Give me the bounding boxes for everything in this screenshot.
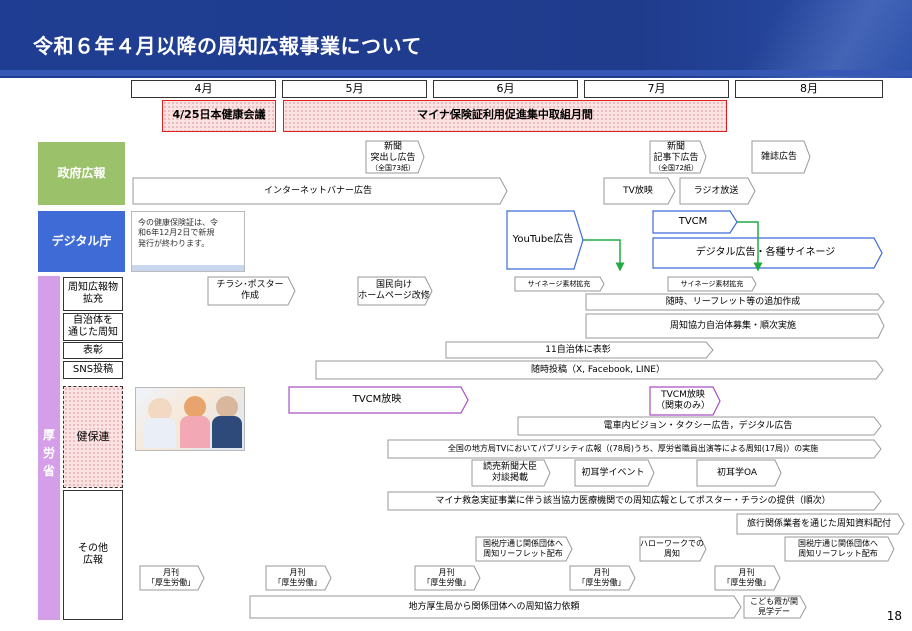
monthly-magazine-1: 月刊 「厚生労働」 [147,568,195,587]
kenporen-ad-image [135,387,245,451]
conference-event: 4/25日本健康会議 [162,100,276,132]
newspaper-ad-2-note: （全国72紙） [654,164,698,173]
month-may: 5月 [282,80,427,98]
poster-text: 今の健康保険証は、令和6年12月2日で新規発行が終わります。 [138,218,218,248]
month-july: 7月 [584,80,729,98]
category-gov: 政府広報 [38,142,125,205]
page-header: 令和６年４月以降の周知広報事業について [0,0,912,78]
leaflet-additional: 随時、リーフレット等の追加作成 [665,296,801,307]
digital-tvcm: TVCM [678,216,708,227]
hatsumimi-event: 初耳学イベント [581,467,645,478]
signage-expansion-1: サイネージ素材拡充 [527,279,591,288]
category-mhlw: 厚 労 省 [38,276,60,620]
magazine-ad: 雑誌広告 [760,151,797,162]
subcat-kenporen: 健保連 [63,386,123,488]
travel-distribution: 旅行関係業者を通じた周知資料配付 [746,518,891,529]
monthly-magazine-5: 月刊 「厚生労働」 [722,568,771,587]
monthly-magazine-2: 月刊 「厚生労働」 [273,568,322,587]
hatsumimi-oa: 初耳学OA [716,467,758,478]
subcat-award: 表彰 [63,342,123,359]
month-april: 4月 [131,80,276,98]
award-bar: 11自治体に表彰 [545,344,611,355]
tvcm-broadcast: TVCM放映 [352,394,402,405]
category-digital: デジタル庁 [38,211,125,272]
campaign-period: マイナ保険証利用促進集中取組月間 [283,100,727,132]
tax-leaflet-1: 国税庁通じ関係団体へ 周知リーフレット配布 [483,539,563,558]
train-taxi-ad: 電車内ビジョン・タクシー広告，デジタル広告 [603,420,793,431]
emergency-poster: マイナ救急実証事業に伴う該当協力医療機関での周知広報としてポスター・チラシの提供… [435,495,831,506]
sns-bar: 随時投稿（X, Facebook, LINE） [531,364,665,375]
newspaper-ad-2: 新聞 記事下広告 [653,142,699,163]
page-title: 令和６年４月以降の周知広報事業について [33,34,422,58]
kids-kasumigaseki: こども霞が関 見学デー [750,597,798,616]
month-august: 8月 [735,80,883,98]
subcat-other: その他 広報 [63,490,123,620]
flyer-poster-creation: チラシ･ポスター 作成 [216,280,284,301]
monthly-magazine-3: 月刊 「厚生労働」 [422,568,471,587]
subcat-municipal: 自治体を 通じた周知 [63,313,123,341]
health-card-poster-image: 今の健康保険証は、令和6年12月2日で新規発行が終わります。 [131,211,245,272]
tv-broadcast: TV放映 [623,185,653,196]
municipal-recruitment: 周知協力自治体募集・順次実施 [669,320,796,331]
tvcm-kanto: TVCM放映 （関東のみ） [655,390,710,411]
page-number: 18 [886,609,902,623]
internet-banner-ad: インターネットバナー広告 [263,185,372,196]
newspaper-ad-1-note: （全国73紙） [371,164,415,173]
subcat-sns: SNS投稿 [63,361,123,379]
yomiuri-interview: 読売新聞大臣 対談掲載 [482,462,537,483]
digital-signage: デジタル広告・各種サイネージ [695,247,836,258]
newspaper-ad-1: 新聞 突出し広告 [370,142,416,163]
regional-bureau-request: 地方厚生局から関係団体への周知協力依頼 [408,601,580,612]
youtube-ad: YouTube広告 [512,234,574,245]
subcat-materials: 周知広報物 拡充 [63,277,123,311]
tax-leaflet-2: 国税庁通じ関係団体へ 周知リーフレット配布 [798,539,878,558]
month-june: 6月 [433,80,578,98]
signage-expansion-2: サイネージ素材拡充 [680,279,744,288]
hellowork-notice: ハローワークでの 周知 [640,539,704,558]
regional-tv-publicity: 全国の地方局TVにおいてパブリシティ広報（(78局)うち、厚労省職員出演等による… [447,444,819,454]
radio-broadcast: ラジオ放送 [693,185,739,196]
monthly-magazine-4: 月刊 「厚生労働」 [577,568,626,587]
homepage-renewal: 国民向け ホームページ改修 [358,280,430,301]
